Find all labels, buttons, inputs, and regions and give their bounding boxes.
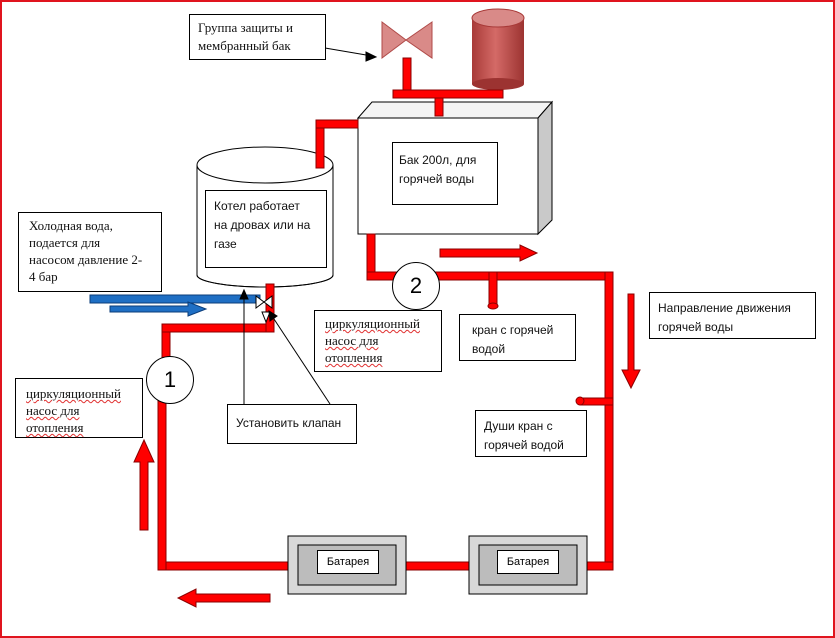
boiler-text: Котел работает на дровах или на газе: [214, 199, 311, 251]
pump-2: 2: [392, 262, 440, 310]
hot-water-tank-box: [356, 100, 554, 236]
pump1-label: циркуляционный насос для отопления: [15, 378, 143, 438]
pump1-text: циркуляционный насос для отопления: [26, 386, 121, 435]
hot-tap-text: кран с горячей водой: [472, 323, 554, 356]
safety-valve-icon: [381, 21, 433, 59]
boiler-label: Котел работает на дровах или на газе: [205, 190, 327, 268]
membrane-tank-icon: [471, 8, 525, 90]
cold-water-label: Холодная вода, подается для насосом давл…: [18, 212, 162, 292]
protection-group-text: Группа защиты и мембранный бак: [198, 20, 293, 53]
install-valve-label: Установить клапан: [227, 404, 357, 444]
tank-label: Бак 200л, для горячей воды: [392, 142, 498, 205]
radiator-2-label: Батарея: [497, 550, 559, 574]
pump2-text: циркуляционный насос для отопления: [325, 316, 420, 365]
flow-direction-text: Направление движения горячей воды: [658, 301, 791, 334]
hot-tap-label: кран с горячей водой: [459, 314, 576, 361]
check-valve-icon: [255, 295, 273, 324]
callout-lines: [239, 47, 378, 405]
radiator-1-label: Батарея: [317, 550, 379, 574]
shower-tap-label: Души кран с горячей водой: [475, 410, 587, 457]
cold-water-text: Холодная вода, подается для насосом давл…: [29, 218, 143, 284]
cold-water-pipe: [89, 294, 261, 304]
tank-text: Бак 200л, для горячей воды: [399, 153, 477, 186]
flow-arrows: [133, 244, 641, 608]
pump2-label: циркуляционный насос для отопления: [314, 310, 442, 372]
install-valve-text: Установить клапан: [236, 416, 342, 430]
pump-1: 1: [146, 356, 194, 404]
cold-flow-arrow: [109, 301, 208, 317]
protection-group-label: Группа защиты и мембранный бак: [189, 14, 326, 60]
shower-tap-text: Души кран с горячей водой: [484, 419, 564, 452]
flow-direction-label: Направление движения горячей воды: [649, 292, 816, 339]
